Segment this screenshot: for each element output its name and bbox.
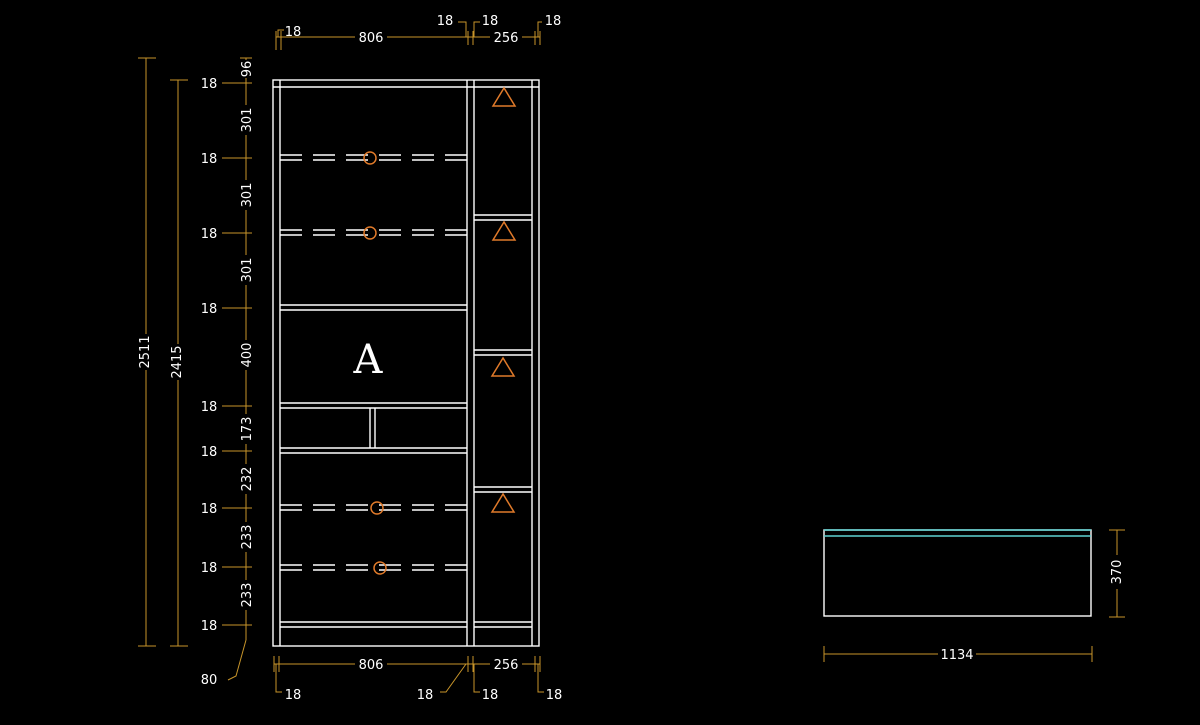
dim-v1: 301 [240,108,255,133]
plan-outline [823,529,1092,617]
triangle-marker-icon [490,356,516,377]
dim-bottom-right-thickness: 18 [546,688,563,703]
dim-v2: 301 [240,183,255,208]
dim-shelf-thickness: 18 [201,502,218,517]
dim-shelf-thickness: 18 [201,445,218,460]
triangle-marker-icon [491,86,517,107]
dim-top-side-width: 256 [494,31,519,46]
dim-shelf-thickness: 18 [201,302,218,317]
triangle-marker-icon [490,492,516,513]
adjustable-shelf-circle-icon [370,501,384,515]
left-dimensions: 2511 2415 96 301 301 301 40 [136,57,255,688]
dim-shelf-thickness: 18 [201,619,218,634]
dim-bottom-left-thickness: 18 [285,688,302,703]
dim-plan-width: 1134 [940,648,973,663]
cabinet-elevation: A [272,79,540,647]
dim-inner-height: 2415 [170,345,185,378]
dim-bottom-mid-thickness-a: 18 [417,688,434,703]
dim-v8: 233 [240,583,255,608]
dim-shelf-thickness: 18 [201,227,218,242]
dim-shelf-thickness: 18 [201,400,218,415]
dim-total-height: 2511 [138,335,153,368]
dim-top-small: 96 [240,61,255,78]
plan-view: 1134 370 [823,529,1126,663]
dim-shelf-thickness: 18 [201,561,218,576]
dim-top-main-width: 806 [359,31,384,46]
dim-top-right-thickness: 18 [545,14,562,29]
cabinet-outline [272,79,540,647]
dim-shelf-thickness: 18 [201,152,218,167]
dim-v5: 173 [240,417,255,442]
bottom-dimensions: 806 256 18 18 18 18 [273,656,563,703]
dim-plan-depth: 370 [1110,560,1125,585]
dim-top-mid-thickness-a: 18 [437,14,454,29]
dim-shelf-thickness: 18 [201,77,218,92]
triangle-marker-icon [491,220,517,241]
dim-bottom-side-width: 256 [494,658,519,673]
adjustable-shelf-circle-icon [363,226,377,240]
adjustable-shelf-circle-icon [373,561,387,575]
dim-base-height: 80 [201,673,218,688]
dim-top-mid-thickness-b: 18 [482,14,499,29]
dim-v3: 301 [240,258,255,283]
dim-top-left-thickness: 18 [285,25,302,40]
adjustable-shelf-circle-icon [363,151,377,165]
dim-v6: 232 [240,467,255,492]
section-label: A [353,337,384,383]
dim-v7: 233 [240,525,255,550]
dim-v4: 400 [240,343,255,368]
top-dimensions: 18 806 18 18 256 18 [275,14,562,50]
dim-bottom-mid-thickness-b: 18 [482,688,499,703]
dim-bottom-main-width: 806 [359,658,384,673]
